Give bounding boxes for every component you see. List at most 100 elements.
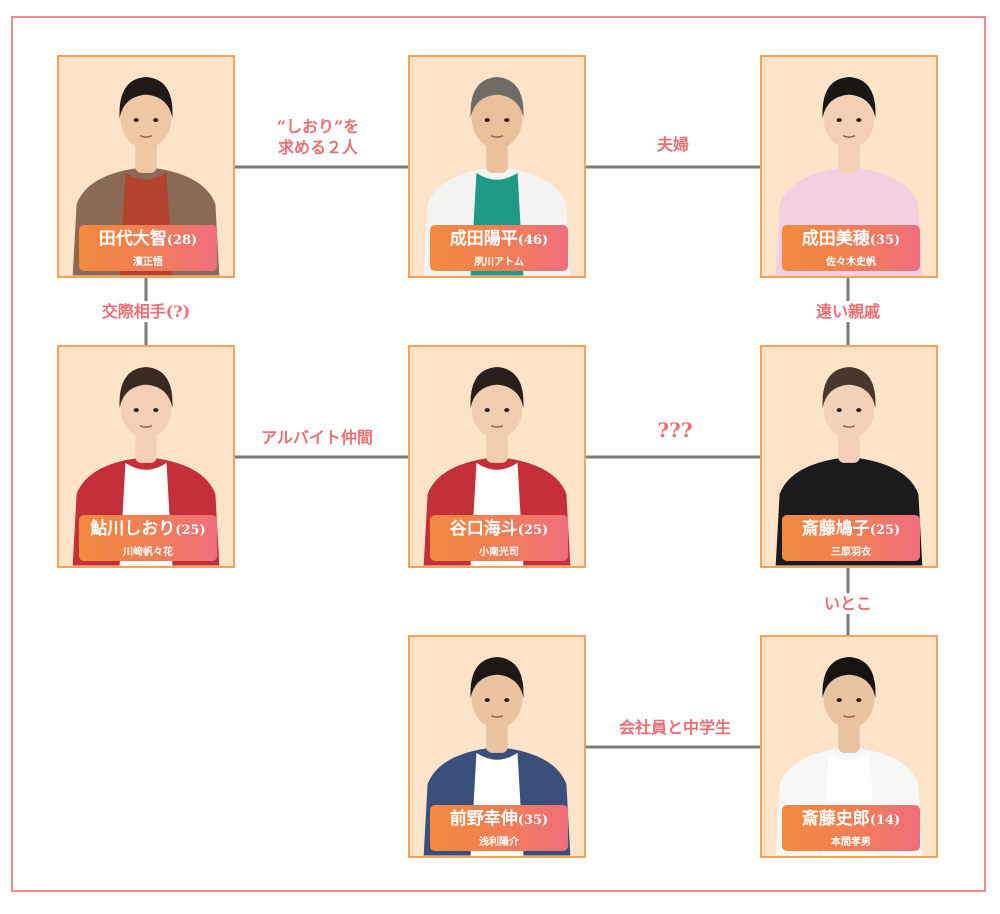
name-line: 成田美穂(35) — [782, 228, 920, 252]
character-card-ayukawa[interactable]: 鮎川しおり(25) 川﨑帆々花 — [57, 345, 235, 568]
character-age: (25) — [517, 523, 549, 538]
character-card-taniguchi[interactable]: 谷口海斗(25) 小南光司 — [408, 345, 586, 568]
head-shape — [120, 377, 172, 439]
character-age: (14) — [869, 813, 901, 828]
hair-shape — [822, 367, 876, 409]
eye-right — [856, 408, 862, 413]
nameplate: 谷口海斗(25) 小南光司 — [430, 515, 568, 561]
actor-name: 本間孝男 — [831, 837, 871, 848]
eye-right — [504, 698, 510, 703]
character-card-narita-miho[interactable]: 成田美穂(35) 佐々木史帆 — [760, 55, 938, 278]
hair-shape — [822, 77, 876, 119]
relation-label-ayukawa-taniguchi: アルバイト仲間 — [261, 428, 373, 447]
neck-shape — [838, 141, 860, 173]
character-name: 成田陽平 — [449, 229, 518, 249]
mouth — [490, 135, 504, 138]
nameplate: 成田陽平(46) 夙川アトム — [430, 225, 568, 271]
eye-left — [836, 408, 842, 413]
neck-shape — [135, 141, 157, 173]
nameplate: 田代大智(28) 濱正悟 — [79, 225, 217, 271]
neck-shape — [486, 721, 508, 753]
eye-right — [153, 118, 159, 123]
name-line: 前野幸伸(35) — [430, 808, 568, 832]
nameplate: 前野幸伸(35) 浅利陽介 — [430, 805, 568, 851]
character-name: 斎藤史郎 — [801, 809, 870, 829]
nameplate: 鮎川しおり(25) 川﨑帆々花 — [79, 515, 217, 561]
eye-left — [836, 698, 842, 703]
character-card-tashiro[interactable]: 田代大智(28) 濱正悟 — [57, 55, 235, 278]
neck-shape — [838, 431, 860, 463]
character-name: 田代大智 — [98, 229, 167, 249]
head-shape — [120, 87, 172, 149]
mouth — [490, 425, 504, 428]
relation-label-line2: 求める２人 — [277, 138, 358, 157]
head-shape — [823, 377, 875, 439]
name-line: 斎藤史郎(14) — [782, 808, 920, 832]
character-age: (25) — [175, 523, 206, 538]
hair-shape — [470, 657, 524, 699]
eye-right — [856, 698, 862, 703]
neck-shape — [135, 431, 157, 463]
eye-left — [836, 118, 842, 123]
eye-left — [484, 408, 490, 413]
character-card-maeno[interactable]: 前野幸伸(35) 浅利陽介 — [408, 635, 586, 858]
name-line: 成田陽平(46) — [430, 228, 568, 252]
diagram-frame — [11, 16, 986, 892]
name-line: 田代大智(28) — [79, 228, 217, 252]
actor-name: 夙川アトム — [474, 257, 524, 268]
character-name: 鮎川しおり — [90, 519, 176, 539]
relation-label-tashiro-yohei: “しおり”を 求める２人 — [258, 116, 378, 158]
mouth — [842, 715, 856, 718]
hair-shape — [470, 367, 524, 409]
eye-left — [484, 118, 490, 123]
character-name: 成田美穂 — [801, 229, 870, 249]
character-card-saito-hatoko[interactable]: 斎藤鳩子(25) 三原羽衣 — [760, 345, 938, 568]
relation-label-yohei-miho: 夫婦 — [656, 135, 689, 154]
actor-name: 浅利陽介 — [479, 837, 519, 848]
head-shape — [471, 667, 523, 729]
nameplate: 斎藤史郎(14) 本間孝男 — [782, 805, 920, 851]
hair-shape — [119, 367, 173, 409]
character-name: 斎藤鳩子 — [801, 519, 870, 539]
character-age: (28) — [166, 233, 198, 248]
relation-label-maeno-shiro: 会社員と中学生 — [618, 718, 731, 737]
relation-label-line1: “しおり”を — [276, 117, 360, 136]
eye-left — [133, 118, 139, 123]
name-line: 谷口海斗(25) — [430, 518, 568, 542]
actor-name: 川﨑帆々花 — [123, 547, 173, 558]
eye-right — [504, 408, 510, 413]
mouth — [139, 425, 153, 428]
actor-name: 三原羽衣 — [831, 547, 871, 558]
neck-shape — [486, 431, 508, 463]
eye-right — [153, 408, 159, 413]
actor-name: 佐々木史帆 — [826, 257, 876, 268]
hair-shape — [119, 77, 173, 119]
head-shape — [823, 667, 875, 729]
character-age: (35) — [869, 233, 901, 248]
actor-name: 小南光司 — [479, 547, 519, 558]
mouth — [139, 135, 153, 138]
mouth — [842, 425, 856, 428]
mouth — [490, 715, 504, 718]
head-shape — [823, 87, 875, 149]
eye-left — [484, 698, 490, 703]
eye-right — [856, 118, 862, 123]
mouth — [842, 135, 856, 138]
name-line: 鮎川しおり(25) — [79, 518, 217, 542]
hair-shape — [470, 77, 524, 119]
eye-left — [133, 408, 139, 413]
nameplate: 斎藤鳩子(25) 三原羽衣 — [782, 515, 920, 561]
character-card-narita-yohei[interactable]: 成田陽平(46) 夙川アトム — [408, 55, 586, 278]
head-shape — [471, 377, 523, 439]
hair-shape — [822, 657, 876, 699]
head-shape — [471, 87, 523, 149]
character-age: (25) — [869, 523, 901, 538]
neck-shape — [838, 721, 860, 753]
name-line: 斎藤鳩子(25) — [782, 518, 920, 542]
character-card-saito-shiro[interactable]: 斎藤史郎(14) 本間孝男 — [760, 635, 938, 858]
eye-right — [504, 118, 510, 123]
relation-label-miho-hatoko: 遠い親戚 — [798, 301, 898, 322]
character-age: (46) — [517, 233, 549, 248]
character-name: 前野幸伸 — [449, 809, 518, 829]
